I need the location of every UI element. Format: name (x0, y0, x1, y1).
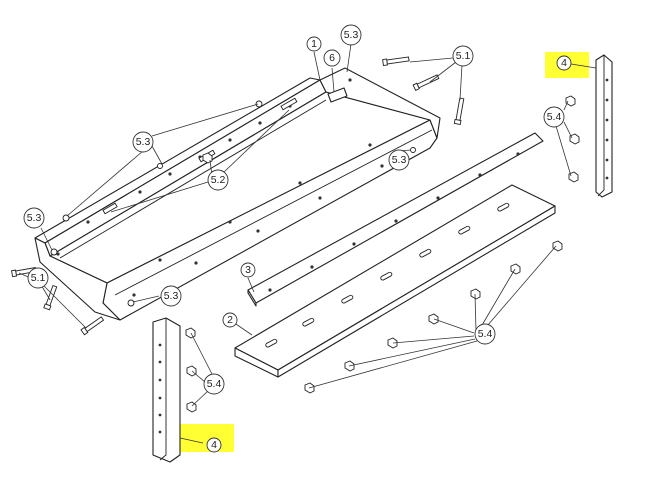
upper-strip-holes (268, 152, 520, 292)
callout-5-4-center: 5.4 (474, 323, 496, 345)
nuts-5-4 (50, 95, 580, 413)
main-tray-part (34, 67, 441, 321)
callout-5-2: 5.2 (207, 169, 229, 191)
callout-5-1-left: 5.1 (27, 267, 49, 289)
callout-5-3-top: 5.3 (340, 24, 362, 46)
svg-text:4: 4 (561, 57, 567, 69)
svg-text:1: 1 (311, 38, 317, 50)
callout-2: 2 (222, 312, 238, 328)
svg-text:5.3: 5.3 (344, 29, 359, 41)
bolts-5-1-top (382, 56, 465, 125)
callout-5-4-right: 5.4 (543, 106, 565, 128)
callout-6: 6 (323, 49, 341, 67)
svg-text:5.1: 5.1 (31, 272, 46, 284)
callout-5-3-upper-left: 5.3 (132, 131, 154, 153)
svg-text:3: 3 (245, 264, 251, 276)
lower-blade-part (234, 184, 556, 378)
callout-5-1-top: 5.1 (452, 45, 474, 67)
svg-text:5.3: 5.3 (392, 154, 407, 166)
svg-text:5.3: 5.3 (136, 136, 151, 148)
callout-1: 1 (306, 36, 322, 52)
svg-text:6: 6 (329, 52, 335, 64)
svg-text:5.4: 5.4 (207, 378, 222, 390)
callout-5-3-bottom: 5.3 (160, 285, 182, 307)
callout-5-3-right: 5.3 (388, 149, 410, 171)
svg-text:5.4: 5.4 (547, 111, 562, 123)
svg-text:5.2: 5.2 (211, 174, 226, 186)
svg-text:5.4: 5.4 (478, 328, 493, 340)
callout-5-3-left: 5.3 (23, 207, 45, 229)
callout-5-4-lower: 5.4 (203, 373, 225, 395)
svg-text:5.3: 5.3 (164, 290, 179, 302)
leader-lines (18, 43, 597, 444)
bolts-5-1-left (11, 267, 105, 336)
svg-text:5.1: 5.1 (456, 50, 471, 62)
svg-text:4: 4 (211, 439, 217, 451)
side-plate-left (152, 317, 181, 463)
callout-3: 3 (240, 262, 256, 278)
svg-text:5.3: 5.3 (27, 212, 42, 224)
callout-4-top: 4 (556, 55, 572, 71)
side-plate-right (595, 54, 613, 198)
highlight-bottom-4 (178, 424, 234, 452)
callout-4-bottom: 4 (206, 437, 222, 453)
lower-blade-slots (265, 202, 510, 348)
upper-strip-part (247, 132, 544, 307)
svg-text:2: 2 (227, 314, 233, 326)
